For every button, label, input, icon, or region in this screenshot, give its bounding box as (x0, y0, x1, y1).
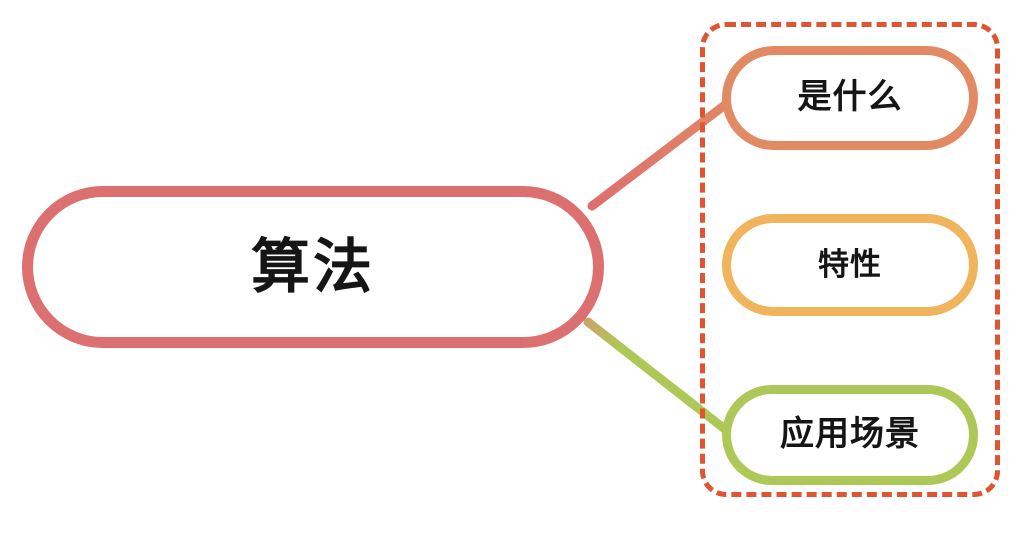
mindmap-branch-node-characteristics[interactable]: 特性 (722, 214, 978, 316)
mindmap-branch-label-2: 特性 (818, 246, 882, 282)
mindmap-root-label: 算法 (250, 233, 375, 300)
branch-highlight-box (700, 22, 1000, 497)
mindmap-branch-label-3: 应用场景 (780, 415, 920, 454)
mindmap-branch-label-1: 是什么 (797, 78, 903, 117)
mindmap-root-node[interactable]: 算法 (22, 186, 604, 348)
mindmap-branch-node-application-scenarios[interactable]: 应用场景 (722, 385, 978, 485)
mindmap-branch-node-what-is-it[interactable]: 是什么 (722, 46, 978, 150)
